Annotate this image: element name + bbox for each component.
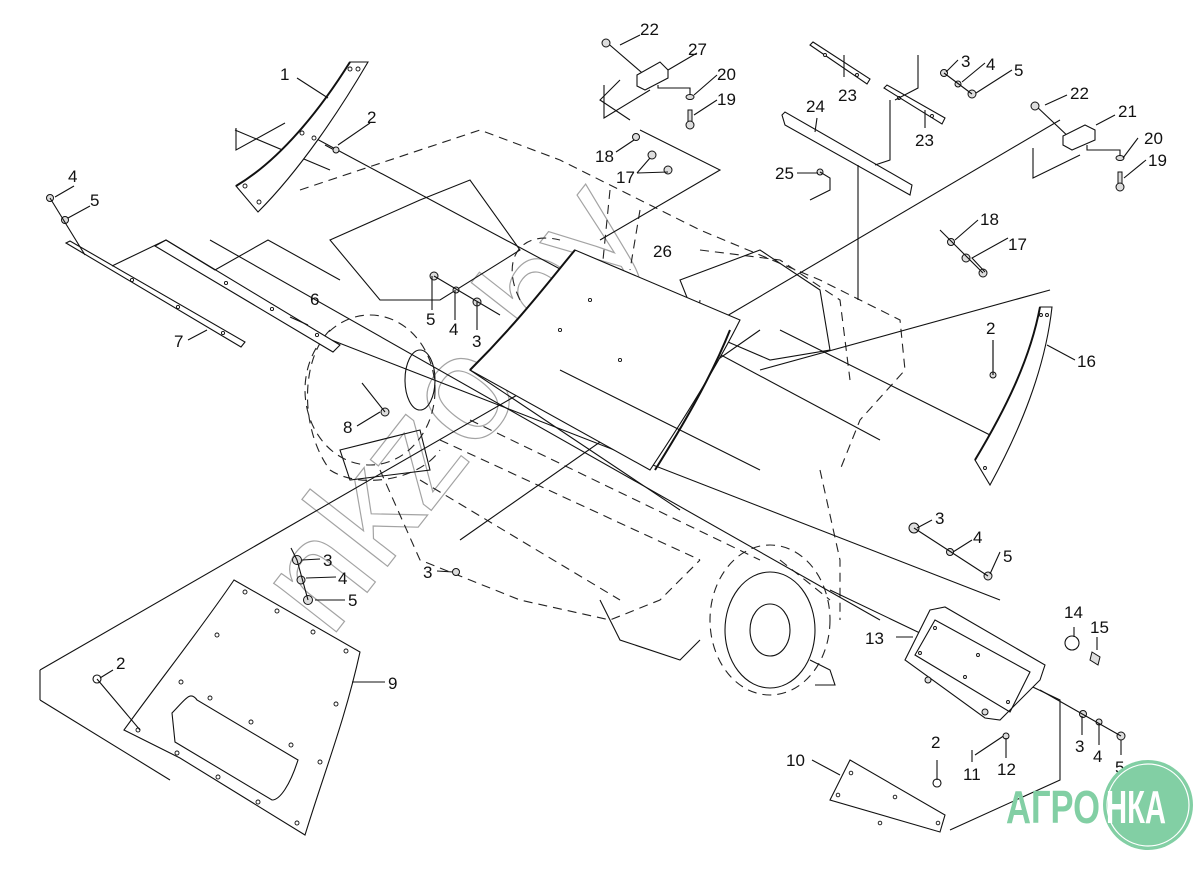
callout-4: 4	[338, 569, 347, 588]
part-13	[904, 606, 1046, 721]
callout-11: 11	[963, 765, 981, 784]
callout-5: 5	[90, 191, 99, 210]
callout-22: 22	[640, 20, 659, 39]
callout-3: 3	[472, 332, 481, 351]
callout-5: 5	[1115, 758, 1124, 777]
callout-20: 20	[1144, 129, 1163, 148]
callout-5: 5	[426, 310, 435, 329]
shield-part-26	[469, 249, 761, 511]
part-10	[829, 759, 946, 833]
callout-23: 23	[838, 86, 857, 105]
callout-21: 21	[1118, 102, 1137, 121]
part-24	[781, 100, 913, 300]
callout-27: 27	[688, 40, 707, 59]
callout-16: 16	[1077, 352, 1096, 371]
part-23-lower	[883, 55, 946, 125]
agronka-logo: АГРО НКА	[1006, 760, 1193, 850]
part-23-upper	[809, 41, 871, 85]
callout-7: 7	[174, 332, 183, 351]
logo-text-right: НКА	[1106, 781, 1166, 833]
callout-3: 3	[423, 563, 432, 582]
callouts: 1 2 4 5 6 7 5 4 3 8 22 27 20 19 18 17 26…	[68, 20, 1167, 784]
callout-17: 17	[1008, 235, 1027, 254]
part-1	[235, 61, 369, 213]
callout-22: 22	[1070, 84, 1089, 103]
callout-14: 14	[1064, 603, 1083, 622]
callout-23: 23	[915, 131, 934, 150]
bracket-assembly-top-center	[601, 38, 695, 130]
leader-lines	[54, 34, 1147, 780]
callout-5: 5	[348, 591, 357, 610]
callout-20: 20	[717, 65, 736, 84]
part-16	[974, 306, 1053, 487]
callout-3: 3	[935, 509, 944, 528]
callout-13: 13	[865, 629, 884, 648]
callout-3: 3	[961, 52, 970, 71]
callout-2: 2	[367, 108, 376, 127]
callout-17: 17	[616, 168, 635, 187]
callout-9: 9	[388, 674, 397, 693]
callout-2: 2	[986, 319, 995, 338]
callout-19: 19	[1148, 151, 1167, 170]
part-15-wingnut	[1089, 651, 1101, 666]
part-7	[64, 240, 246, 348]
callout-12: 12	[997, 760, 1016, 779]
callout-6: 6	[310, 290, 319, 309]
callout-4: 4	[1093, 747, 1102, 766]
callout-4: 4	[68, 167, 77, 186]
callout-4: 4	[986, 55, 995, 74]
callout-26: 26	[653, 242, 672, 261]
part-6	[111, 239, 341, 353]
callout-2: 2	[931, 733, 940, 752]
callout-3: 3	[323, 551, 332, 570]
part-25-screw	[809, 168, 831, 201]
callout-18: 18	[595, 147, 614, 166]
callout-18: 18	[980, 210, 999, 229]
callout-2: 2	[116, 654, 125, 673]
callout-4: 4	[449, 320, 458, 339]
bracket-assembly-top-right	[1030, 101, 1125, 192]
wheel-hub	[709, 544, 836, 696]
callout-10: 10	[786, 751, 805, 770]
callout-8: 8	[343, 418, 352, 437]
callout-25: 25	[775, 164, 794, 183]
logo-text-left: АГРО	[1006, 781, 1100, 833]
callout-15: 15	[1090, 618, 1109, 637]
callout-4: 4	[973, 528, 982, 547]
callout-19: 19	[717, 90, 736, 109]
callout-5: 5	[1003, 547, 1012, 566]
logo-circle	[1103, 760, 1193, 850]
callout-24: 24	[806, 97, 825, 116]
callout-3: 3	[1075, 737, 1084, 756]
part-14-cap	[1064, 635, 1080, 651]
part-9	[123, 579, 361, 836]
callout-5: 5	[1014, 61, 1023, 80]
chassis-frame	[299, 129, 906, 696]
callout-1: 1	[280, 65, 289, 84]
